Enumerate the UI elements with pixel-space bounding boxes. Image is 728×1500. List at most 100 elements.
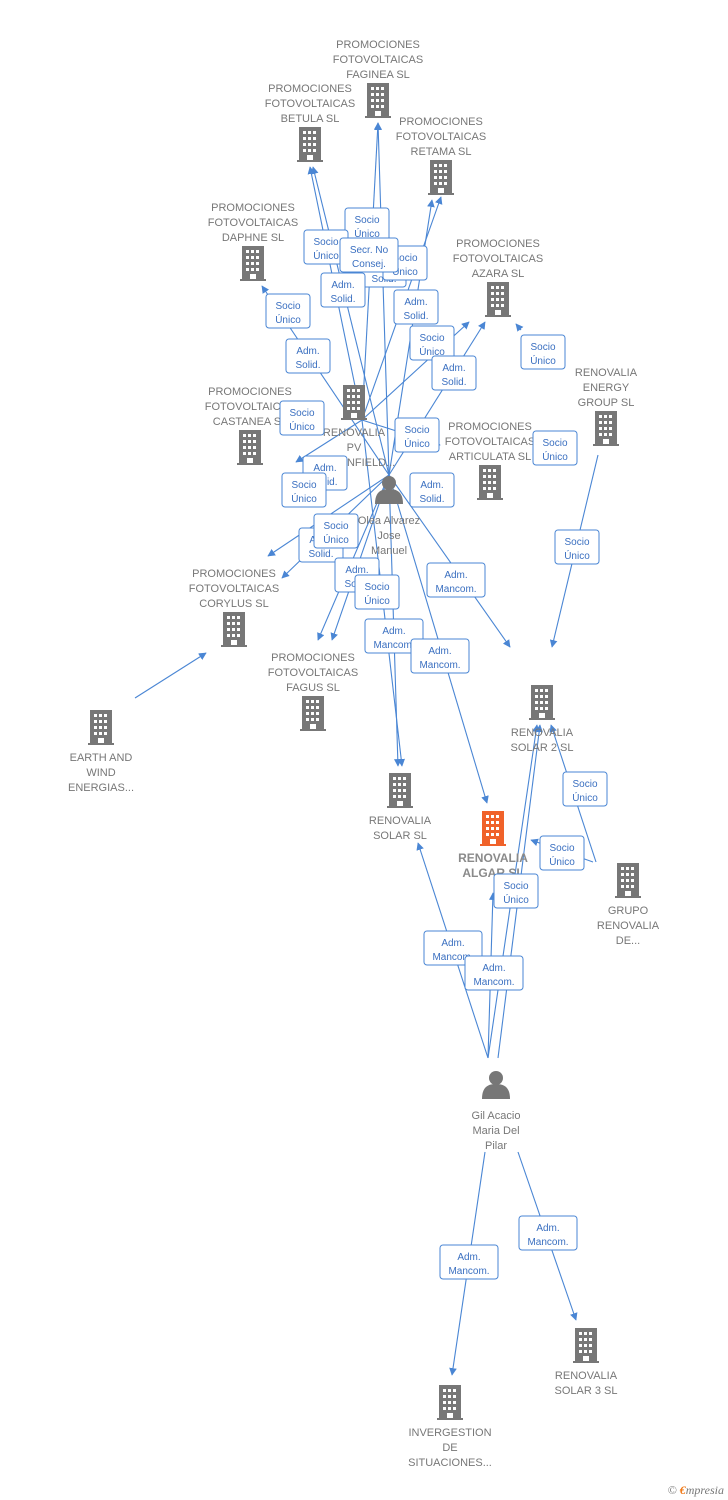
relation-badge[interactable]: Adm.Solid. [431, 355, 477, 391]
badge-label: Solid. [419, 494, 444, 505]
relation-badge[interactable]: Adm.Solid. [409, 472, 455, 508]
relationship-edge [295, 419, 363, 463]
relation-badge[interactable]: Adm.Mancom. [426, 562, 486, 598]
node-label: Jose [377, 530, 400, 542]
building-icon [365, 83, 391, 118]
brand-name: mpresia [685, 1483, 724, 1497]
relation-badge[interactable]: Adm.Mancom. [364, 618, 424, 654]
node-invergestion[interactable]: INVERGESTIONDESITUACIONES... [408, 1385, 492, 1469]
badge-box [410, 638, 470, 674]
badge-label: Adm. [382, 626, 405, 637]
relation-badge[interactable]: Adm.Solid. [393, 289, 439, 325]
node-label: RENOVALIA [458, 851, 528, 865]
building-icon [240, 246, 266, 281]
badge-label: Socio [313, 237, 338, 248]
badge-box [354, 574, 400, 610]
badge-label: Único [313, 249, 339, 262]
relationship-edge [515, 323, 524, 332]
relation-badge[interactable]: Adm. Mancom. [439, 1244, 499, 1280]
relation-badge[interactable]: Adm.Solid. [320, 272, 366, 308]
node-label: RENOVALIA [323, 427, 386, 439]
node-label: DAPHNE SL [222, 232, 284, 244]
badge-label: Único [289, 420, 315, 433]
node-label: RENOVALIA [555, 1370, 618, 1382]
relation-badge[interactable]: Adm.Mancom. [410, 638, 470, 674]
building-icon [88, 710, 114, 745]
badge-label: Socio [364, 582, 389, 593]
building-icon [341, 385, 367, 420]
badge-label: Secr. No [350, 245, 389, 256]
node-label: INVERGESTION [408, 1427, 491, 1439]
building-icon [297, 127, 323, 162]
node-label: CORYLUS SL [199, 598, 269, 610]
node-label: GROUP SL [578, 397, 635, 409]
badge-box [562, 771, 608, 807]
node-label: FOTOVOLTAICAS [205, 401, 295, 413]
node-label: Gil Acacio [472, 1110, 521, 1122]
person-icon [375, 476, 403, 504]
relation-badge[interactable]: Adm.Solid. [285, 338, 331, 374]
badge-label: Socio [549, 843, 574, 854]
badge-label: Adm. [442, 363, 465, 374]
badge-label: Mancom. [448, 1266, 489, 1277]
building-icon [437, 1385, 463, 1420]
node-label: RENOVALIA [511, 727, 574, 739]
badge-box [431, 355, 477, 391]
badge-label: Adm. [345, 565, 368, 576]
building-icon [485, 282, 511, 317]
badge-label: Socio [323, 521, 348, 532]
badge-label: Único [530, 354, 556, 367]
node-grupo[interactable]: GRUPORENOVALIADE... [597, 863, 660, 947]
badge-box [520, 334, 566, 370]
node-earth[interactable]: EARTH ANDWINDENERGIAS... [68, 710, 134, 794]
badge-box [426, 562, 486, 598]
building-icon [529, 685, 555, 720]
node-label: WIND [86, 767, 115, 779]
badge-label: Socio [572, 779, 597, 790]
badge-box [554, 529, 600, 565]
node-label: PROMOCIONES [268, 83, 352, 95]
node-label: RENOVALIA [369, 815, 432, 827]
relation-badge[interactable]: Adm.Mancom. [518, 1215, 578, 1251]
badge-label: Socio [291, 480, 316, 491]
node-label: RENOVALIA [597, 920, 660, 932]
badge-box [393, 289, 439, 325]
badge-label: Adm. [457, 1252, 480, 1263]
badge-label: Mancom. [527, 1237, 568, 1248]
badge-label: Socio [275, 301, 300, 312]
relation-badge[interactable]: Adm.Mancom. [464, 955, 524, 991]
building-icon [477, 465, 503, 500]
